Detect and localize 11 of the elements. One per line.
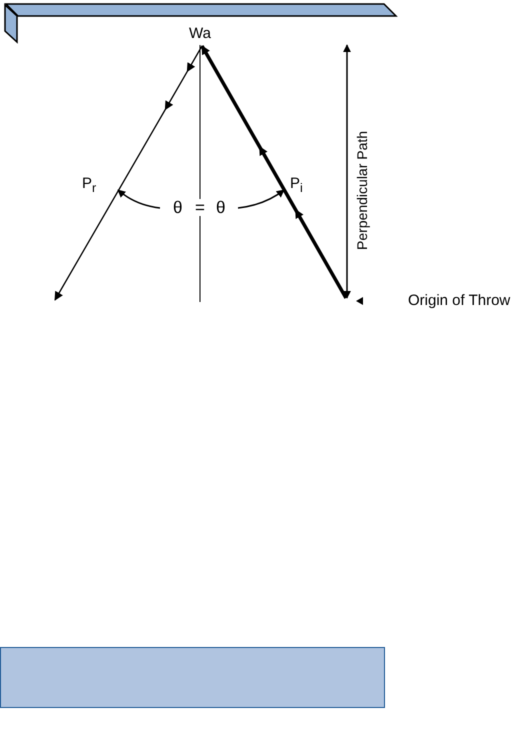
equals-sign: =	[195, 199, 205, 216]
subscript-label: P$_{i}$	[290, 176, 303, 194]
subscript-label: P$_{r}$	[82, 176, 96, 194]
axis-label: Perpendicular Path	[355, 130, 369, 250]
ray-arrow	[54, 46, 203, 301]
angle-symbol: θ	[173, 199, 182, 216]
origin-label: Origin of Throw	[408, 293, 510, 308]
box	[0, 647, 385, 708]
point-label: Wa	[189, 26, 211, 41]
ray-arrow	[200, 45, 348, 299]
angle-symbol: θ	[216, 199, 226, 216]
